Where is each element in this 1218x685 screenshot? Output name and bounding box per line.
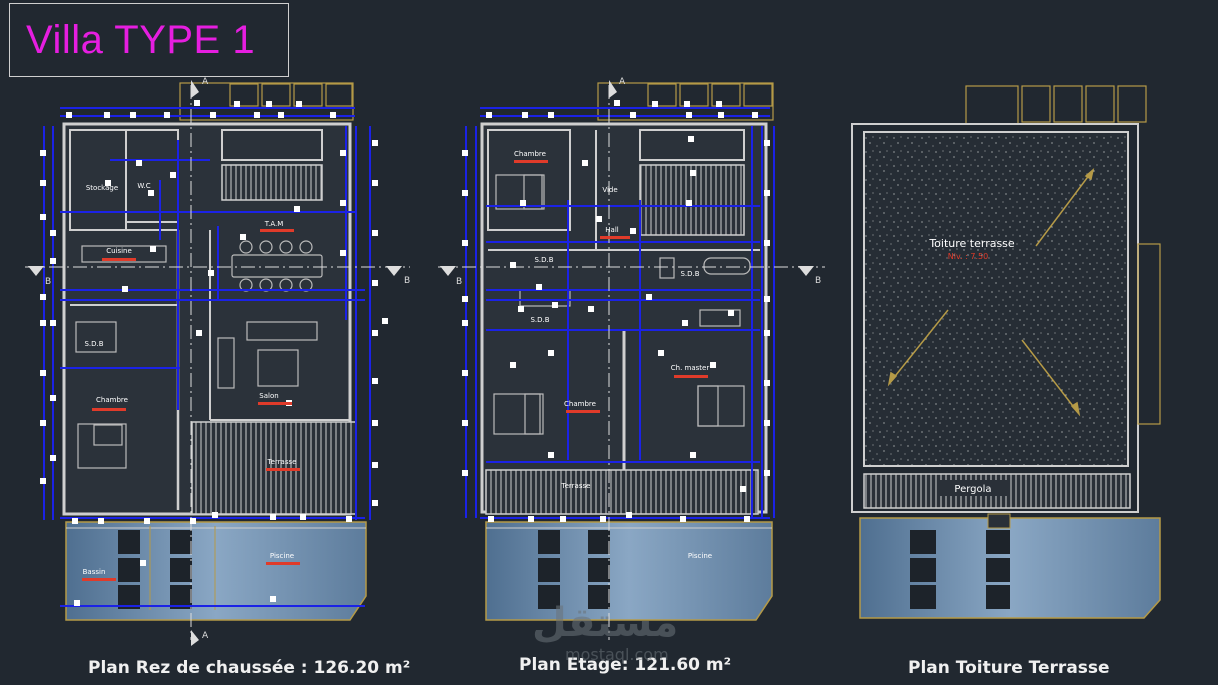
plan-roof: Toiture terrasse Niv. : 7.50 Pergola bbox=[851, 85, 1161, 619]
watermark-latin: mostaql.com bbox=[565, 645, 669, 664]
roof-level-label: Niv. : 7.50 bbox=[948, 252, 988, 261]
section-mark-a-top-1: A bbox=[202, 77, 209, 87]
section-mark-b-left-1: B bbox=[45, 277, 51, 287]
section-mark-b-left-2: B bbox=[456, 277, 462, 287]
section-mark-a-top-2: A bbox=[619, 77, 626, 87]
room-label-stockage: Stockage bbox=[86, 184, 118, 192]
room-label-sdb-1: S.D.B bbox=[534, 256, 553, 264]
room-label-piscine-2: Piscine bbox=[688, 552, 712, 560]
drawing-title: Villa TYPE 1 bbox=[26, 18, 256, 62]
section-marks: A A B B A B B bbox=[45, 77, 821, 641]
room-label-vide: Vide bbox=[602, 186, 617, 194]
caption-roof: Plan Toiture Terrasse bbox=[908, 658, 1110, 678]
room-label-chambre-1: Chambre bbox=[514, 150, 546, 158]
caption-upper-floor: Plan Etage: 121.60 m² bbox=[519, 655, 732, 675]
title-frame: Villa TYPE 1 bbox=[9, 3, 289, 77]
room-label-terrasse-2: Terrasse bbox=[561, 482, 591, 490]
section-mark-b-right-2: B bbox=[815, 276, 821, 286]
room-label-tam: T.A.M bbox=[264, 220, 284, 228]
section-mark-b-right-1: B bbox=[404, 276, 410, 286]
room-label-sdb: S.D.B bbox=[84, 340, 103, 348]
room-label-piscine: Piscine bbox=[270, 552, 294, 560]
room-label-sdb-2: S.D.B bbox=[530, 316, 549, 324]
caption-ground-floor: Plan Rez de chaussée : 126.20 m² bbox=[88, 658, 411, 678]
room-label-terrasse: Terrasse bbox=[267, 458, 297, 466]
section-mark-a-bottom-1: A bbox=[202, 631, 209, 641]
room-label-wc: W.C bbox=[137, 182, 150, 190]
plan-upper-floor: Chambre Vide Hall S.D.B S.D.B S.D.B Cham… bbox=[438, 80, 825, 640]
room-label-cuisine: Cuisine bbox=[106, 247, 132, 255]
watermark-arabic: مستقل bbox=[532, 600, 679, 646]
roof-label: Toiture terrasse bbox=[928, 237, 1015, 250]
room-label-sdb-3: S.D.B bbox=[680, 270, 699, 278]
room-label-chambre: Chambre bbox=[96, 396, 128, 404]
room-label-bassin: Bassin bbox=[83, 568, 106, 576]
pergola-label: Pergola bbox=[954, 484, 991, 495]
plan-ground-floor: Stockage W.C T.A.M Cuisine S.D.B Chambre… bbox=[25, 80, 410, 646]
room-label-salon: Salon bbox=[259, 392, 278, 400]
room-label-chambre-2: Chambre bbox=[564, 400, 596, 408]
room-label-ch-master: Ch. master bbox=[671, 364, 710, 372]
room-label-hall: Hall bbox=[605, 226, 618, 234]
